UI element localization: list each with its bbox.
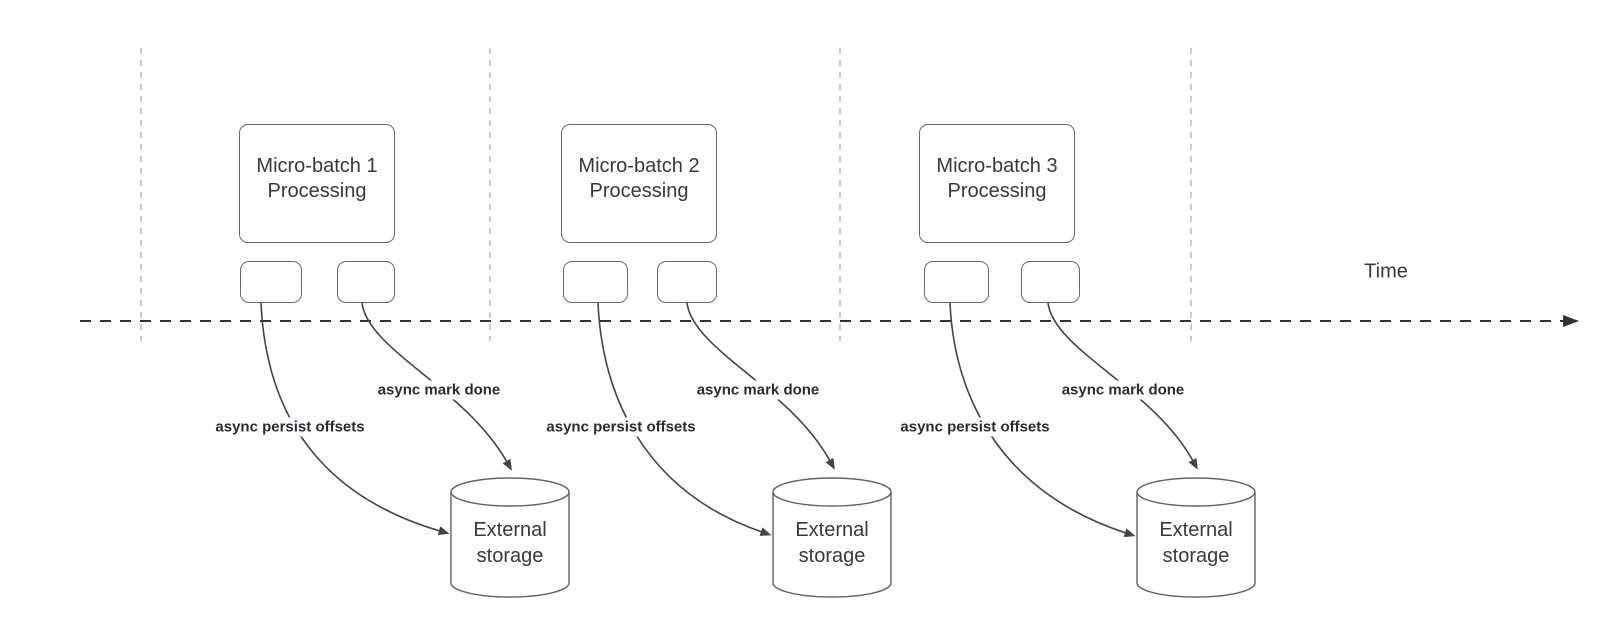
async-mark-done-label-3: async mark done — [1058, 380, 1188, 400]
micro-batch-1-processing-box: Micro-batch 1 Processing — [239, 124, 395, 243]
async-mark-done-arrow-1 — [361, 302, 512, 471]
micro-batch-2-title-line2: Processing — [589, 179, 689, 202]
external-storage-label-3-line1: External — [1159, 519, 1233, 541]
micro-batch-1-title-line2: Processing — [267, 179, 367, 202]
mark-done-task-box-3 — [1021, 261, 1080, 303]
async-mark-done-arrow-3 — [1047, 302, 1198, 470]
persist-offsets-task-box-1 — [240, 261, 302, 303]
external-storage-label-2: External storage — [773, 517, 891, 569]
async-persist-offsets-label-1: async persist offsets — [212, 417, 368, 437]
time-guide-lines — [140, 48, 1192, 341]
micro-batch-3-title-line1: Micro-batch 3 — [936, 154, 1058, 177]
external-storage-label-1: External storage — [451, 517, 569, 569]
external-storage-label-3: External storage — [1137, 517, 1255, 569]
micro-batch-3-processing-box: Micro-batch 3 Processing — [919, 124, 1075, 243]
async-mark-done-arrow-2 — [686, 302, 835, 470]
async-persist-offsets-label-2: async persist offsets — [543, 417, 699, 437]
external-storage-label-1-line1: External — [473, 519, 547, 541]
async-mark-done-label-1: async mark done — [374, 380, 504, 400]
external-storage-label-3-line2: storage — [1162, 545, 1230, 567]
external-storage-cylinder-2 — [772, 477, 892, 598]
micro-batch-3-title-line2: Processing — [947, 179, 1047, 202]
async-persist-offsets-label-3: async persist offsets — [897, 417, 1053, 437]
persist-offsets-task-box-3 — [924, 261, 989, 303]
async-mark-done-label-2: async mark done — [693, 380, 823, 400]
time-axis-label: Time — [1364, 260, 1408, 283]
external-storage-label-2-line2: storage — [798, 545, 866, 567]
micro-batch-2-processing-box: Micro-batch 2 Processing — [561, 124, 717, 243]
mark-done-task-box-1 — [337, 261, 395, 303]
external-storage-cylinder-3 — [1136, 477, 1256, 598]
external-storage-label-1-line2: storage — [476, 545, 544, 567]
micro-batch-1-title-line1: Micro-batch 1 — [256, 154, 378, 177]
mark-done-task-box-2 — [657, 261, 717, 303]
micro-batch-2-title-line1: Micro-batch 2 — [578, 154, 700, 177]
persist-offsets-task-box-2 — [563, 261, 628, 303]
external-storage-label-2-line1: External — [795, 519, 869, 541]
external-storage-cylinder-1 — [450, 477, 570, 598]
